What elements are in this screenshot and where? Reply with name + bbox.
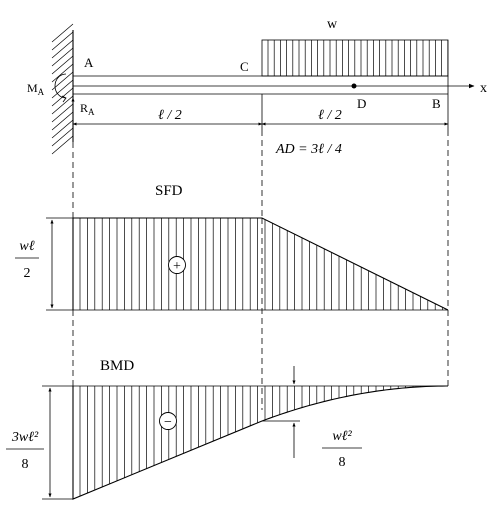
bmd-sign: − (159, 412, 177, 430)
point-d-marker (351, 83, 357, 89)
projection-lines (72, 130, 449, 410)
distributed-load (261, 39, 449, 77)
svg-text:8: 8 (22, 457, 29, 472)
svg-text:8: 8 (339, 455, 346, 470)
moment-subscript: A (38, 87, 45, 97)
reaction-subscript: A (88, 107, 95, 117)
hatch-line (51, 95, 74, 115)
dimension-lines (72, 94, 449, 130)
svg-text:wℓ²: wℓ² (332, 429, 352, 444)
moment-label: MA (27, 81, 45, 97)
beam (73, 75, 449, 95)
label-a: A (84, 55, 94, 70)
label-d: D (357, 96, 366, 111)
dim-right-label: ℓ / 2 (318, 108, 342, 123)
sfd-title: SFD (155, 183, 183, 199)
hatch-line (51, 79, 74, 99)
bmd-mid-dimension (262, 366, 300, 458)
hatch-line (51, 39, 74, 59)
hatch-line (51, 31, 74, 51)
bmd-mid-label: wℓ² 8 (322, 429, 362, 470)
hatch-line (51, 55, 74, 75)
svg-text:+: + (173, 259, 181, 274)
hatch-line (51, 23, 74, 43)
svg-text:−: − (164, 415, 172, 430)
sfd-value-label: wℓ 2 (15, 239, 39, 281)
hatch-line (51, 47, 74, 67)
dim-ad-label: AD = 3ℓ / 4 (275, 142, 342, 157)
reaction-label: RA (80, 101, 95, 117)
sfd-value-dimension (46, 217, 73, 311)
bmd-title: BMD (100, 358, 134, 374)
hatch-line (51, 111, 74, 131)
svg-text:wℓ: wℓ (19, 239, 34, 254)
hatch-line (51, 119, 74, 139)
hatch-line (51, 127, 74, 147)
sfd-shape (72, 217, 449, 311)
svg-text:2: 2 (24, 266, 31, 281)
hatch-line (51, 63, 74, 83)
hatch-line (51, 103, 74, 123)
svg-text:3wℓ²: 3wℓ² (11, 430, 39, 445)
bmd-shape (72, 385, 448, 500)
hatch-line (51, 71, 74, 91)
dim-left-label: ℓ / 2 (158, 108, 182, 123)
load-label: w (327, 17, 338, 32)
label-b: B (432, 96, 441, 111)
label-x: x (480, 81, 487, 96)
bmd-max-dimension (42, 385, 73, 500)
sfd-sign: + (168, 256, 186, 274)
bmd-max-label: 3wℓ² 8 (6, 430, 44, 472)
moment-reaction (54, 73, 67, 103)
label-c: C (240, 59, 249, 74)
hatch-line (51, 135, 74, 155)
